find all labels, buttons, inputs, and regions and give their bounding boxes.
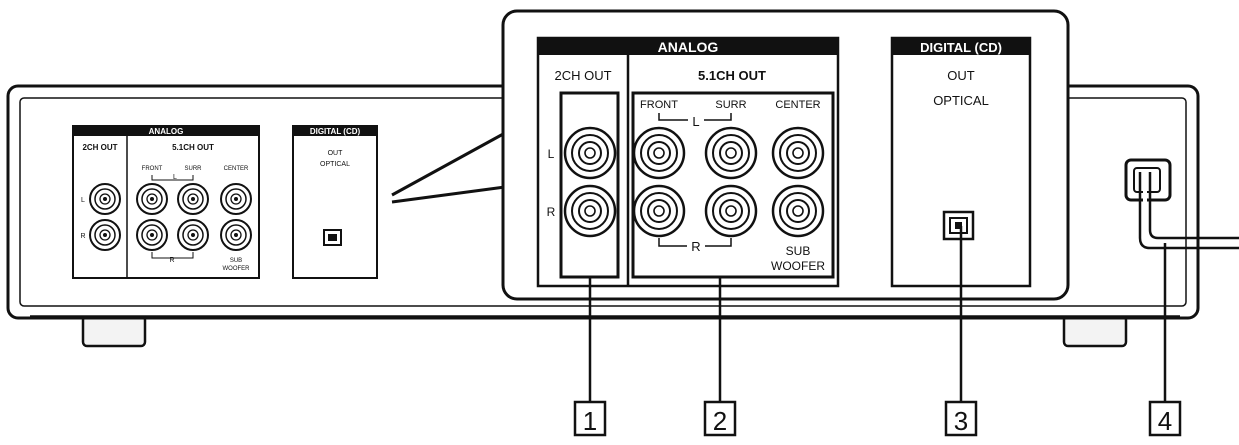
zoom-optical: OPTICAL: [933, 93, 989, 108]
small-surr-l-jack: [177, 183, 209, 215]
small-51ch-out: 5.1CH OUT: [172, 143, 214, 152]
small-center: CENTER: [224, 166, 249, 172]
callout-1: 1: [573, 400, 607, 437]
callout-4: 4: [1148, 400, 1182, 437]
zoom-woofer: WOOFER: [771, 259, 825, 273]
zoom-center: CENTER: [775, 99, 820, 111]
small-out: OUT: [328, 150, 344, 157]
callout-3: 3: [944, 400, 978, 437]
small-r-bottom: R: [169, 257, 174, 264]
small-center-jack: [220, 183, 252, 215]
zoom-optical-jack: [942, 210, 975, 241]
callout-3-label: 3: [954, 406, 968, 436]
small-front: FRONT: [142, 166, 163, 172]
small-front-l-jack: [136, 183, 168, 215]
right-foot: [1062, 314, 1128, 348]
small-surr: SURR: [184, 166, 202, 172]
callout-2-label: 2: [713, 406, 727, 436]
small-optical-jack: [323, 229, 342, 246]
small-2ch-out: 2CH OUT: [82, 143, 117, 152]
small-l-side: L: [81, 197, 85, 204]
small-optical: OPTICAL: [320, 161, 350, 168]
zoom-2ch-r-jack: [563, 184, 617, 238]
zoom-analog-panel: ANALOG 2CH OUT 5.1CH OUT FRONT SURR CENT…: [536, 36, 840, 288]
zoom-sub: SUB: [786, 244, 811, 258]
left-foot: [81, 314, 147, 348]
small-sub: SUB: [230, 258, 242, 264]
small-surr-r-jack: [177, 219, 209, 251]
small-l-front: L: [173, 174, 177, 181]
zoom-l-side: L: [548, 147, 555, 161]
zoom-front: FRONT: [640, 99, 678, 111]
small-r-side: R: [80, 233, 85, 240]
zoom-r-side: R: [547, 205, 556, 219]
zoom-51ch-out-group: [631, 91, 835, 279]
zoom-sub-woofer-jack: [771, 184, 825, 238]
zoom-analog-header: ANALOG: [658, 39, 719, 55]
zoom-surr: SURR: [715, 99, 746, 111]
zoom-l-front: L: [692, 114, 699, 129]
zoom-2ch-out: 2CH OUT: [554, 68, 611, 83]
small-digital-header: DIGITAL (CD): [310, 127, 361, 136]
power-cord: [1124, 158, 1239, 250]
callout-1-label: 1: [583, 406, 597, 436]
small-woofer: WOOFER: [223, 266, 251, 272]
small-2ch-r-jack: [89, 219, 121, 251]
zoom-front-l-jack: [632, 126, 686, 180]
callout-2: 2: [703, 400, 737, 437]
small-analog-header: ANALOG: [149, 127, 184, 136]
zoom-center-jack: [771, 126, 825, 180]
small-2ch-l-jack: [89, 183, 121, 215]
zoom-out: OUT: [947, 68, 975, 83]
zoom-surr-l-jack: [704, 126, 758, 180]
zoom-connector: [391, 131, 506, 204]
small-front-r-jack: [136, 219, 168, 251]
callout-leaders: [588, 226, 1167, 402]
callout-4-label: 4: [1158, 406, 1172, 436]
zoom-2ch-l-jack: [563, 126, 617, 180]
zoom-surr-r-jack: [704, 184, 758, 238]
zoom-r-bottom: R: [691, 239, 700, 254]
small-digital-panel: DIGITAL (CD) OUT OPTICAL: [292, 125, 378, 279]
small-sub-woofer-jack: [220, 219, 252, 251]
zoom-51ch-out: 5.1CH OUT: [698, 68, 766, 83]
small-analog-panel: ANALOG 2CH OUT 5.1CH OUT FRONT SURR CENT…: [72, 125, 260, 279]
zoom-digital-header: DIGITAL (CD): [920, 40, 1002, 55]
zoom-front-r-jack: [632, 184, 686, 238]
